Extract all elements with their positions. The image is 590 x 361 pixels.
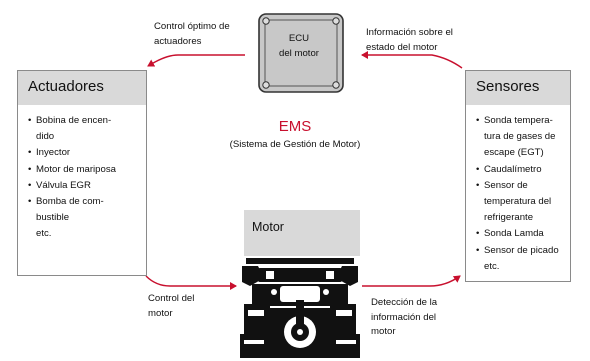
- label-actuators-to-motor: Control del motor: [148, 292, 194, 321]
- list-item: bustible: [36, 212, 70, 224]
- list-item: Sensor de picado: [476, 243, 566, 259]
- actuators-list: Bobina de encen-didoInyectorMotor de mar…: [18, 105, 146, 243]
- list-item: Sonda tempera-: [476, 113, 566, 129]
- motor-title: Motor: [252, 220, 284, 234]
- sensors-box: Sensores Sonda tempera-tura de gases de e…: [465, 70, 571, 282]
- label-line: motor: [148, 307, 173, 319]
- list-item: refrigerante: [484, 212, 534, 224]
- list-item: dido: [36, 131, 55, 143]
- list-item: etc.: [36, 228, 52, 240]
- arrow-sensors-to-ecu: [361, 51, 463, 69]
- ecu-label-line2: del motor: [279, 47, 319, 59]
- actuators-box: Actuadores Bobina de encen-didoInyectorM…: [17, 70, 147, 276]
- ecu-chip: [258, 13, 344, 93]
- chip-screw-icon: [262, 17, 270, 25]
- list-item: Motor de mariposa: [28, 162, 142, 178]
- label-line: actuadores: [154, 35, 202, 47]
- arrow-ecu-to-actuators: [147, 54, 245, 67]
- sensors-title: Sensores: [466, 71, 570, 105]
- engine-illustration: [240, 258, 360, 358]
- ecu-label-line1: ECU: [288, 33, 310, 44]
- list-item: Válvula EGR: [28, 178, 142, 194]
- chip-screw-icon: [332, 81, 340, 89]
- label-ecu-to-actuators: Control óptimo de actuadores: [154, 20, 230, 49]
- list-item: etc.: [484, 260, 500, 272]
- list-item: Inyector: [28, 145, 142, 161]
- label-line: información del: [371, 311, 437, 323]
- label-line: Control óptimo de: [154, 21, 230, 32]
- actuators-title: Actuadores: [18, 71, 146, 105]
- label-line: Información sobre el: [366, 27, 453, 38]
- arrow-actuators-to-motor: [145, 275, 237, 290]
- list-item: temperatura del: [484, 196, 552, 208]
- arrow-motor-to-sensors: [362, 275, 461, 287]
- label-line: motor: [371, 326, 396, 337]
- list-item: Sonda Lamda: [476, 226, 566, 242]
- chip-screw-icon: [262, 81, 270, 89]
- sensors-list: Sonda tempera-tura de gases de escape (EG…: [466, 105, 570, 275]
- list-item: escape (EGT): [484, 147, 544, 159]
- label-line: estado del motor: [366, 41, 438, 53]
- list-item: Sensor de: [476, 178, 566, 194]
- ems-title: EMS: [278, 118, 312, 135]
- chip-screw-icon: [332, 17, 340, 25]
- list-item: Bobina de encen-: [28, 113, 142, 129]
- ecu-label: ECU del motor: [268, 32, 330, 61]
- label-line: Detección de la: [371, 297, 438, 308]
- list-item: tura de gases de: [484, 131, 556, 143]
- list-item: Caudalímetro: [476, 162, 566, 178]
- label-line: Control del: [148, 293, 195, 304]
- list-item: Bomba de com-: [28, 194, 142, 210]
- motor-header: [244, 210, 360, 256]
- label-sensors-to-ecu: Información sobre el estado del motor: [366, 26, 453, 55]
- ems-subtitle: (Sistema de Gestión de Motor): [229, 139, 361, 150]
- label-motor-to-sensors: Detección de la información del motor: [371, 296, 437, 340]
